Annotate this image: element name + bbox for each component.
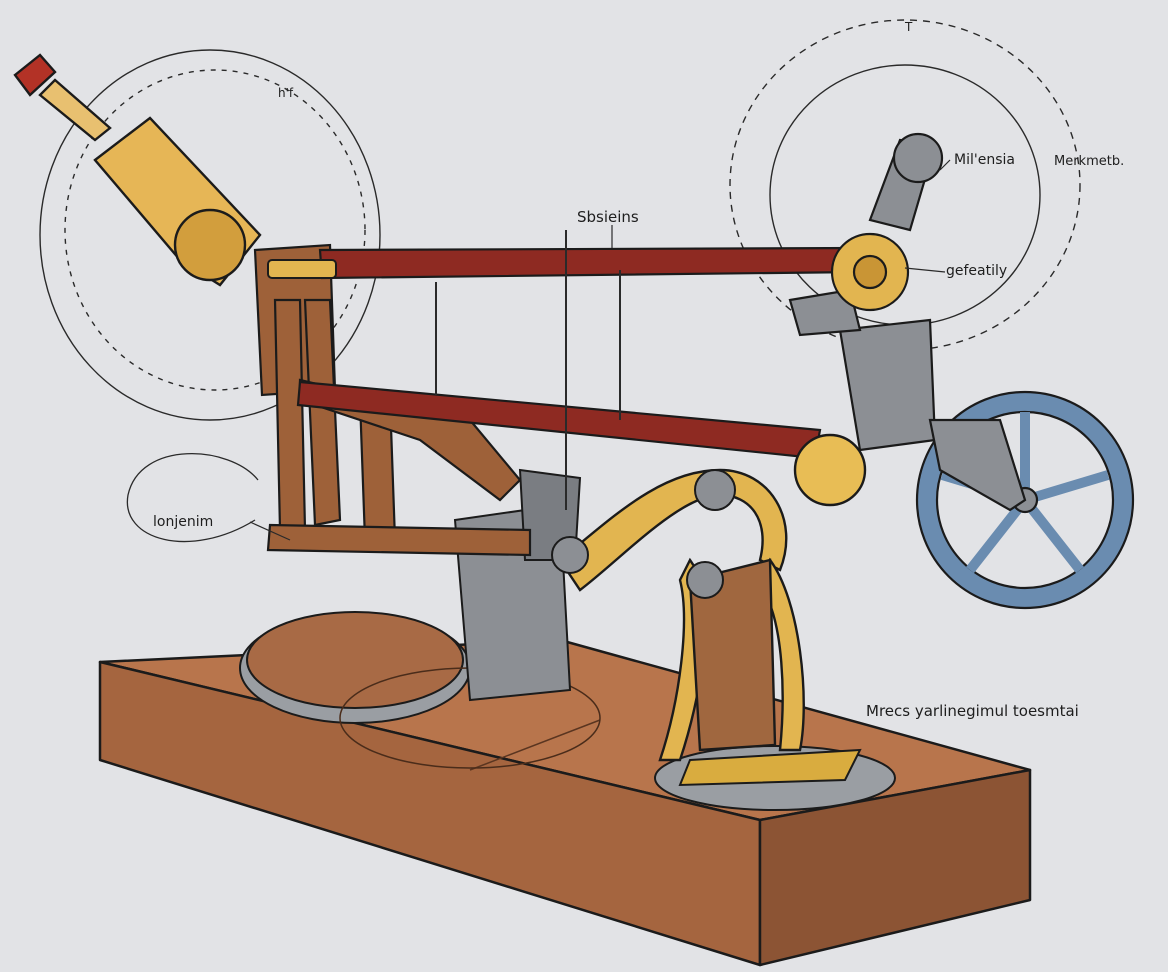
label-right-b: Merkmetb. — [1054, 154, 1125, 169]
leader-lines — [249, 159, 951, 541]
label-left: lonjenim — [153, 514, 214, 530]
blue-spoked-wheel — [915, 390, 1135, 610]
hanging-rods — [435, 230, 621, 510]
central-pedestal — [453, 468, 582, 702]
brass-ball — [793, 433, 867, 507]
label-right-a: Mil'ensia — [954, 152, 1015, 168]
right-grey-mechanism — [788, 132, 944, 452]
turntable-disc — [239, 611, 601, 769]
left-loop-line — [126, 453, 259, 543]
right-brass-gear — [830, 232, 910, 312]
right-base-disc — [654, 745, 896, 811]
center-brass-linkage — [558, 468, 805, 762]
left-orbit-circles — [39, 49, 381, 421]
rail-brass-caps — [267, 259, 337, 279]
label-top: Sbsieins — [577, 208, 639, 226]
label-mid-right: gefeatily — [946, 263, 1008, 279]
label-tiny-a: h'f — [278, 86, 294, 100]
left-brass-arm — [13, 53, 262, 287]
label-tiny-b: T — [905, 20, 913, 34]
linkage-joints — [551, 469, 736, 599]
label-bottom-right: Mrecs yarlinegimul toesmtai — [866, 702, 1079, 720]
